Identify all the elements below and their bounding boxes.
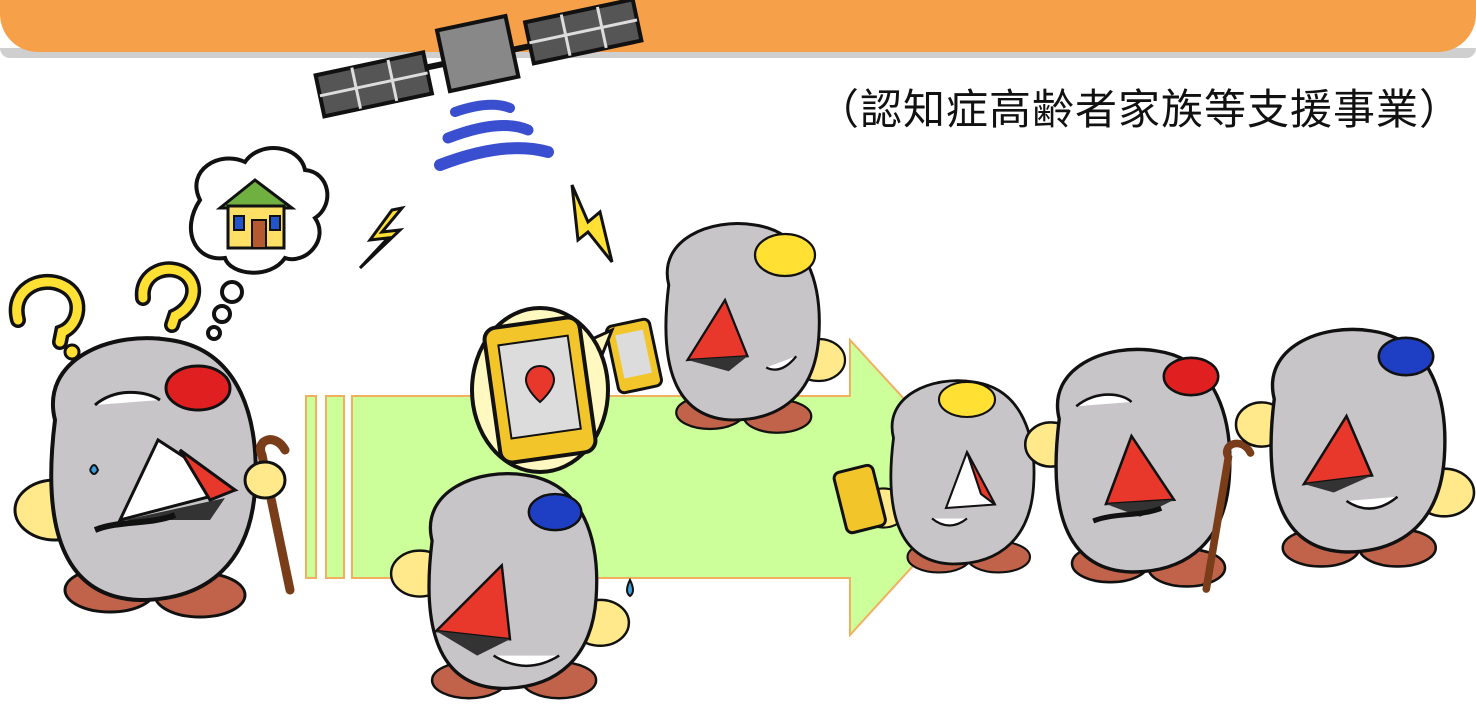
character-searcher-with-phone [664,222,847,434]
character-searching-family [389,472,631,700]
satellite-icon [313,0,644,119]
signal-waves-icon [434,99,554,171]
header-shadow [0,48,1476,58]
map-pin-icon [524,364,556,404]
lightning-bolt-icon [570,184,614,263]
house-thought-icon [189,146,330,341]
sweat-drop-icon [626,577,634,598]
character-lost-elder [13,336,295,619]
character-reunited-family [1234,327,1476,568]
question-mark-icon [8,273,86,361]
phone-zoom-bubble [470,306,615,474]
smartphone-icon [832,463,887,535]
program-subtitle: （認知症高齢者家族等支援事業） [816,85,1462,134]
character-reunited-elder [1023,347,1255,593]
smartphone-icon [605,317,663,395]
header-bar [0,0,1476,52]
lightning-bolt-icon [358,205,406,270]
